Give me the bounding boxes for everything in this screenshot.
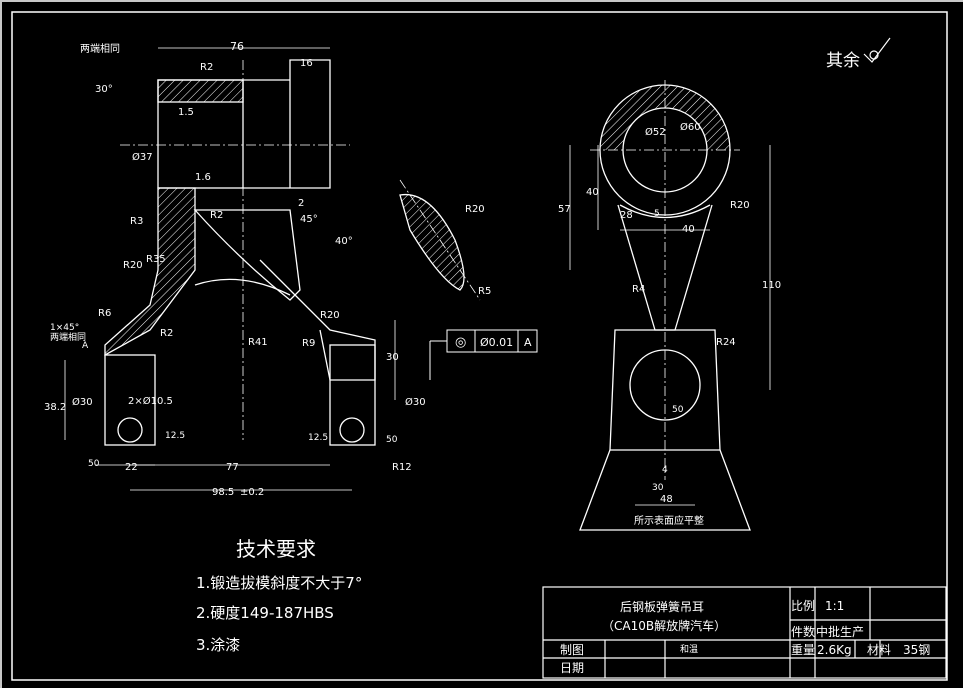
- dim-r2-c: R2: [160, 328, 173, 339]
- top-boss-hatch: [157, 79, 244, 103]
- dim-r35: R35: [146, 254, 166, 265]
- dim-110: 110: [762, 280, 781, 291]
- dim-r24: R24: [716, 337, 736, 348]
- note-both-ends: 两端相同: [80, 42, 120, 55]
- dim-phi52: Ø52: [645, 126, 666, 138]
- dim-57: 57: [558, 204, 571, 215]
- dim-12-5-b: 12.5: [308, 433, 328, 443]
- dim-r20-section: R20: [465, 204, 485, 215]
- window-edge-left: [0, 0, 2, 688]
- window-edge-top: [0, 0, 963, 2]
- dim-30-left: 30: [386, 352, 399, 363]
- qty-label: 件数: [791, 624, 815, 639]
- dim-phi30-l: Ø30: [72, 396, 93, 408]
- dim-r2-a: R2: [200, 62, 213, 73]
- tol-symbol: ◎: [455, 335, 466, 350]
- dim-phi30-r: Ø30: [405, 396, 426, 408]
- dim-2: 2: [298, 198, 304, 209]
- dim-4: 4: [662, 465, 668, 475]
- arm-neck: [619, 204, 711, 219]
- tol-datum: A: [524, 336, 532, 349]
- tech-req-item-1: 1.锻造拔模斜度不大于7°: [196, 574, 362, 592]
- scale-value: 1:1: [825, 599, 844, 613]
- dim-r3: R3: [130, 216, 143, 227]
- dim-r12: R12: [392, 462, 412, 473]
- dim-r20-right: R20: [730, 200, 750, 211]
- dim-r6: R6: [98, 308, 111, 319]
- bottom-flare: [579, 449, 751, 531]
- dim-40-h: 40: [682, 224, 695, 235]
- surface-note-text: 其余: [826, 51, 860, 71]
- dim-45deg: 45°: [300, 214, 318, 225]
- weight-value: 2.6Kg: [817, 643, 852, 657]
- dim-r20-a: R20: [123, 260, 143, 271]
- dim-40-v: 40: [586, 187, 599, 198]
- tech-req-item-2: 2.硬度149-187HBS: [196, 604, 334, 622]
- note-bottom: 所示表面应平整: [634, 514, 704, 527]
- right-lug: [259, 259, 376, 381]
- dim-top-width: 76: [230, 40, 244, 53]
- right-lower-boss: [329, 344, 376, 446]
- scale-label: 比例: [791, 599, 815, 613]
- left-lower-boss: [104, 354, 156, 446]
- dim-50-a: 50: [88, 459, 100, 469]
- tech-req-title: 技术要求: [236, 537, 316, 561]
- dim-r9: R9: [302, 338, 315, 349]
- dim-30-right: 30: [652, 483, 664, 493]
- tol-value: Ø0.01: [480, 336, 513, 349]
- dim-22: 22: [125, 462, 138, 473]
- section-view-hatch: [399, 193, 465, 291]
- top-boss-right: [289, 59, 331, 189]
- drawing-border: [11, 11, 948, 681]
- dim-2xphi: 2×Ø10.5: [128, 395, 173, 407]
- drawn-value: 和温: [680, 644, 698, 655]
- dim-1-5: 1.5: [178, 107, 194, 118]
- tech-req-item-3: 3.涂漆: [196, 636, 240, 654]
- dim-48: 48: [660, 494, 673, 505]
- dim-16: 16: [300, 58, 313, 69]
- dim-12-5-a: 12.5: [165, 431, 185, 441]
- dim-40deg: 40°: [335, 236, 353, 247]
- material-label: 材料: [867, 643, 891, 657]
- dim-5: 5: [654, 209, 660, 219]
- dim-30deg: 30°: [95, 84, 113, 95]
- drawn-label: 制图: [560, 643, 584, 657]
- dim-77: 77: [226, 462, 239, 473]
- arm-arc: [194, 278, 291, 296]
- arm-web: [193, 209, 301, 301]
- dim-phi60: Ø60: [680, 121, 701, 133]
- dim-98: 98.5: [212, 487, 234, 498]
- roughness-symbol-icon: [863, 37, 891, 63]
- dim-r2-b: R2: [210, 210, 223, 221]
- right-view: [569, 80, 771, 531]
- material-value: 35钢: [903, 643, 930, 657]
- title-block: [542, 586, 947, 679]
- left-bolt-hole: [117, 417, 143, 443]
- dim-r41: R41: [248, 337, 268, 348]
- part-subtitle: （CA10B解放牌汽车）: [602, 618, 726, 633]
- part-name: 后钢板弹簧吊耳: [620, 599, 704, 614]
- dim-r4: R4: [632, 284, 645, 295]
- arm-hatched: [104, 187, 196, 357]
- datum-a-label: A: [82, 341, 89, 351]
- note-both-ends-2: 两端相同: [50, 331, 86, 343]
- dim-98-tol: ±0.2: [240, 487, 264, 498]
- dim-r5: R5: [478, 286, 491, 297]
- left-view: [64, 47, 538, 491]
- dim-r20-b: R20: [320, 310, 340, 321]
- dim-28: 28: [620, 210, 633, 221]
- right-bolt-hole: [339, 417, 365, 443]
- weight-label: 重量: [791, 643, 815, 657]
- dim-phi37: Ø37: [132, 151, 153, 163]
- dim-50-right: 50: [672, 405, 684, 415]
- dim-50-b: 50: [386, 435, 398, 445]
- qty-value: 中批生产: [816, 624, 864, 639]
- dim-1-6: 1.6: [195, 172, 211, 183]
- dim-38: 38.2: [44, 402, 66, 413]
- date-label: 日期: [560, 661, 584, 675]
- dim-1x45: 1×45°: [50, 323, 79, 333]
